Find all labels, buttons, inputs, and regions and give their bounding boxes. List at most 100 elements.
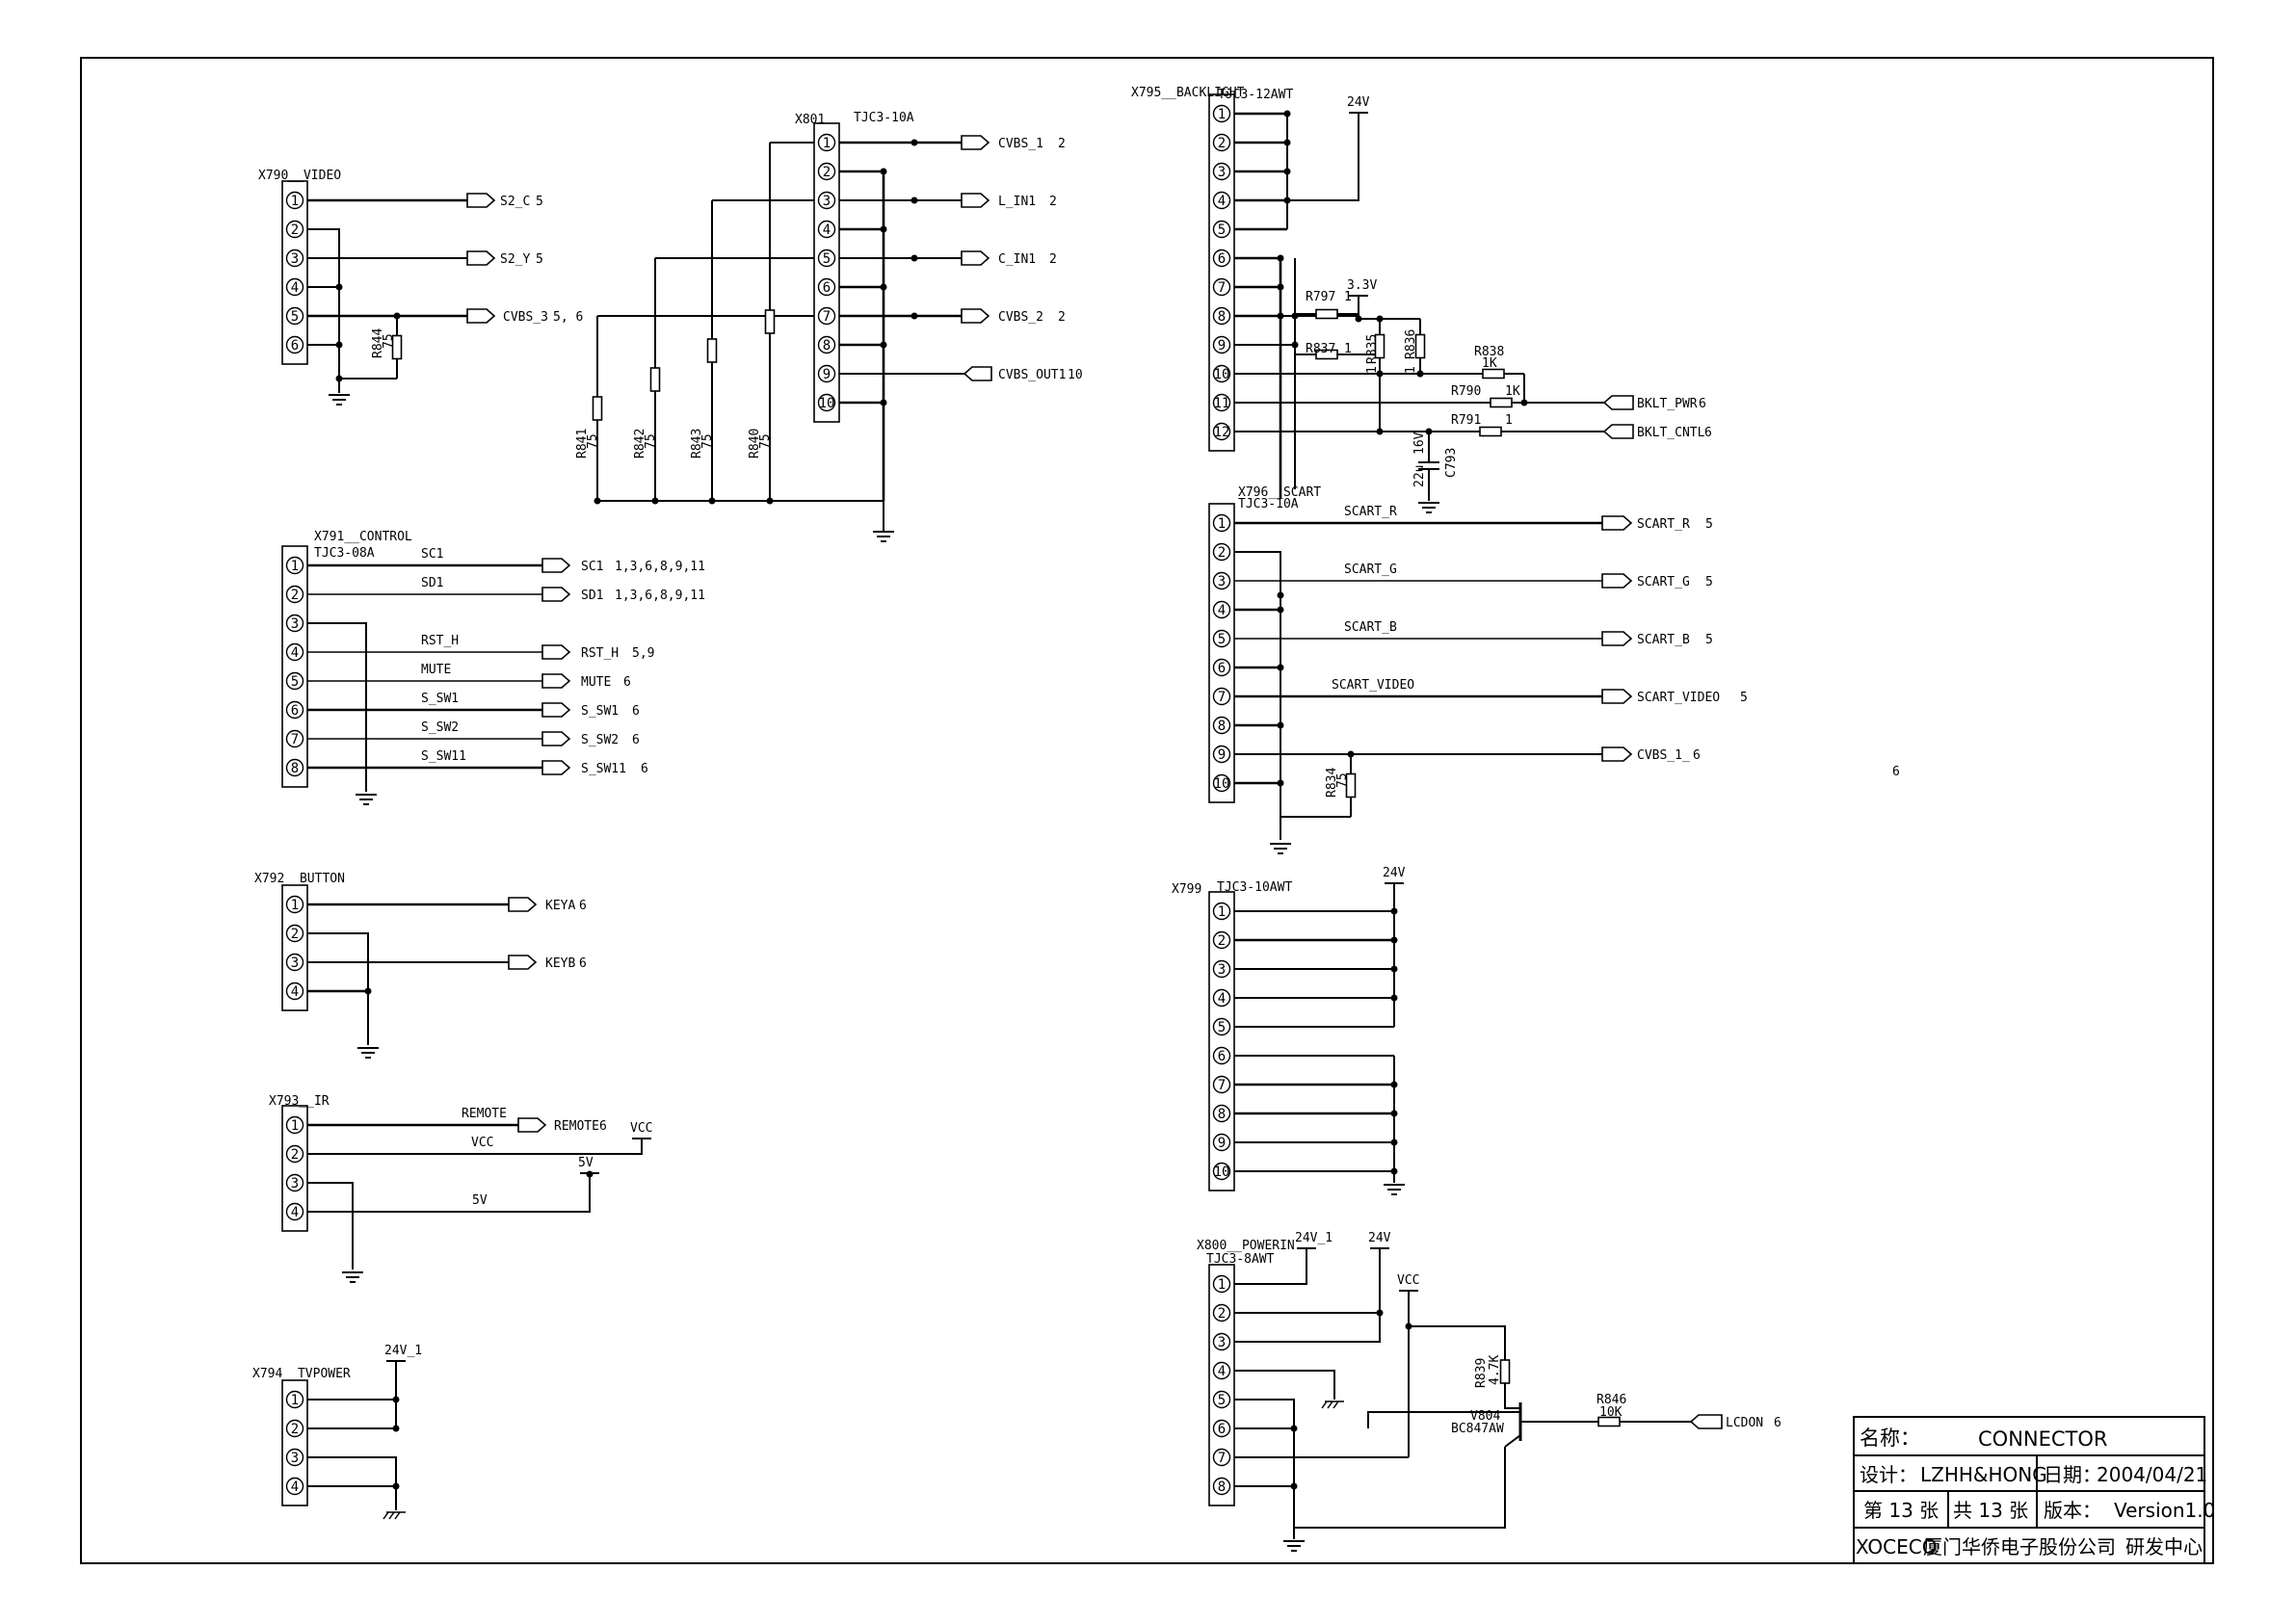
junction-dot — [1390, 1081, 1398, 1088]
x791-pin — [285, 700, 304, 720]
r838-ref: R838 — [1474, 345, 1504, 359]
x796-pin — [1212, 600, 1231, 619]
x801-net-name: C_IN1 — [998, 252, 1036, 267]
port-symbol — [541, 673, 571, 689]
x791-connector-body — [281, 545, 308, 788]
x794-pin-number: 3 — [291, 1451, 299, 1466]
ground-symbol — [329, 394, 350, 406]
x795-net-name: BKLT_PWR — [1637, 397, 1698, 411]
x799-pin-number: 3 — [1218, 962, 1226, 978]
port-symbol — [1601, 746, 1633, 762]
junction-dot — [392, 1425, 400, 1432]
port-symbol — [541, 587, 571, 602]
x790-net-name: S2_C — [500, 195, 530, 209]
r797-ref: R797 — [1306, 290, 1335, 304]
x790-ref: X790__VIDEO — [258, 169, 341, 183]
x795-pin-number: 6 — [1218, 251, 1226, 267]
x791-wire-label: SD1 — [421, 576, 443, 590]
v24-1-rail-x800-label: 24V_1 — [1295, 1231, 1333, 1245]
x801-pin-number: 9 — [823, 367, 831, 382]
port-symbol — [1601, 631, 1633, 646]
junction-dot — [910, 312, 918, 320]
ground-symbol — [1283, 1540, 1305, 1552]
x793-pin — [285, 1144, 304, 1164]
x791-pin — [285, 758, 304, 777]
x796-pin — [1212, 571, 1231, 590]
junction-dot — [335, 375, 343, 382]
port-symbol — [517, 1117, 547, 1133]
title-name: CONNECTOR — [1978, 1427, 2108, 1451]
x792-net-ref: 6 — [579, 899, 587, 913]
x799-pin-number: 2 — [1218, 933, 1226, 949]
junction-dot — [1376, 370, 1384, 378]
junction-dot — [708, 497, 716, 505]
resistor-body — [592, 396, 603, 421]
wire — [1294, 1447, 1506, 1529]
x790-net-ref: 5 — [536, 252, 543, 267]
x800-net-ref: 6 — [1774, 1416, 1781, 1430]
r835-ref: R835 — [1365, 334, 1380, 364]
junction-dot — [1283, 196, 1291, 204]
v24-rail-x800-label: 24V — [1368, 1231, 1391, 1245]
ground-symbol — [1384, 1184, 1405, 1195]
x790-pin-number: 4 — [291, 280, 299, 296]
port-symbol — [1602, 395, 1634, 410]
x795-pin — [1212, 422, 1231, 441]
x790-net-ref: 5 — [536, 195, 543, 209]
resistor-body — [1315, 349, 1338, 360]
x800-pin-number: 5 — [1218, 1393, 1226, 1408]
port-symbol — [1602, 424, 1634, 439]
x800-pin — [1212, 1361, 1231, 1380]
x795-net-ref: 6 — [1704, 426, 1712, 440]
x796-net-name: CVBS_1_ — [1637, 748, 1690, 763]
wire — [1367, 1411, 1503, 1428]
sheet-border — [80, 57, 2214, 1564]
x793-wire-label: 5V — [472, 1193, 488, 1208]
x796-net-ref: 5 — [1740, 691, 1748, 705]
x800-pin-number: 8 — [1218, 1479, 1226, 1495]
x796-wire-label: SCART_VIDEO — [1332, 678, 1414, 693]
junction-dot — [1277, 721, 1284, 729]
r846-value: 10K — [1599, 1405, 1623, 1420]
x801-net-name: L_IN1 — [998, 195, 1036, 209]
x790-pin — [285, 306, 304, 326]
junction-dot — [1376, 428, 1384, 435]
title-date: 2004/04/21 — [2097, 1463, 2207, 1486]
junction-dot — [392, 1482, 400, 1490]
x790-pin — [285, 249, 304, 268]
x790-pin — [285, 191, 304, 210]
port-symbol — [508, 955, 538, 970]
junction-dot — [1390, 965, 1398, 973]
x800-pin — [1212, 1390, 1231, 1409]
x796-net-ref: 5 — [1705, 517, 1713, 532]
junction-dot — [910, 254, 918, 262]
port-symbol — [961, 250, 990, 266]
x792-net-ref: 6 — [579, 956, 587, 971]
x796-net-name: SCART_B — [1637, 633, 1690, 647]
x800-pin-number: 2 — [1218, 1306, 1226, 1322]
x793-ref: X793__IR — [269, 1094, 330, 1109]
r834-ref: R834 — [1325, 768, 1339, 798]
junction-dot — [1277, 254, 1284, 262]
x795-pin — [1212, 133, 1231, 152]
junction-dot — [335, 341, 343, 349]
x795-net-name: BKLT_CNTL — [1637, 426, 1705, 440]
x795-pin — [1212, 220, 1231, 239]
x801-pin — [817, 191, 836, 210]
x794-pin — [285, 1477, 304, 1496]
x792-pin-number: 1 — [291, 898, 299, 913]
wire — [1234, 1248, 1307, 1285]
x800-pin-number: 4 — [1218, 1364, 1226, 1379]
wire — [1409, 1325, 1506, 1348]
junction-dot — [1425, 428, 1433, 435]
junction-dot — [1277, 283, 1284, 291]
junction-dot — [1390, 936, 1398, 944]
x796-pin-number: 10 — [1214, 776, 1230, 792]
x801-pin — [817, 133, 836, 152]
x793-pin-number: 1 — [291, 1118, 299, 1134]
port-symbol — [961, 193, 990, 208]
x794-ref: X794__TVPOWER — [252, 1367, 351, 1381]
x794-pin-number: 4 — [291, 1479, 299, 1495]
x795-pin-number: 12 — [1214, 425, 1230, 440]
x791-net-ref: 1,3,6,8,9,11 — [615, 560, 705, 574]
